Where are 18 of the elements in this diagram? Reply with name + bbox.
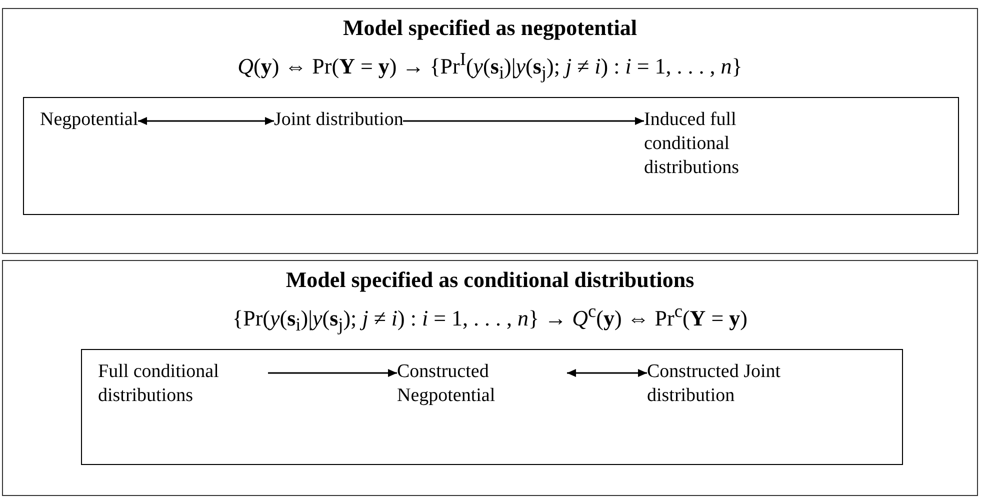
panel-title: Model specified as negpotential xyxy=(343,15,637,41)
term-label: Negpotential xyxy=(40,108,138,132)
formula-text: {Pr(y(s$_{i}$)|y(s$_{j}$); j ≠ i) : i = 1, . . . , n} → Q$^{c}$(y) ⇔ Pr$^{c}$(Y = y) xyxy=(232,301,748,336)
panel-box xyxy=(2,260,978,496)
arrow xyxy=(403,117,644,125)
arrow xyxy=(567,369,647,377)
term-label: Full conditional distributions xyxy=(98,360,268,408)
term-label: Induced full conditional distributions xyxy=(644,108,814,180)
arrow xyxy=(138,117,274,125)
panel-box xyxy=(2,8,978,254)
term-label: Joint distribution xyxy=(274,108,404,132)
formula-text: Q(y) ⇔ Pr(Y = y) → {Pr$^{I}$(y(s$_{i}$)|y(s$_{j}$); j ≠ i) : i = 1, . . . , n} xyxy=(238,49,742,84)
term-label: Constructed Joint distribution xyxy=(647,360,817,408)
panel-title: Model specified as conditional distributions xyxy=(286,267,694,293)
arrow xyxy=(268,369,397,377)
inner-box xyxy=(81,349,903,465)
term-label: Constructed Negpotential xyxy=(397,360,567,408)
inner-box xyxy=(23,97,959,215)
